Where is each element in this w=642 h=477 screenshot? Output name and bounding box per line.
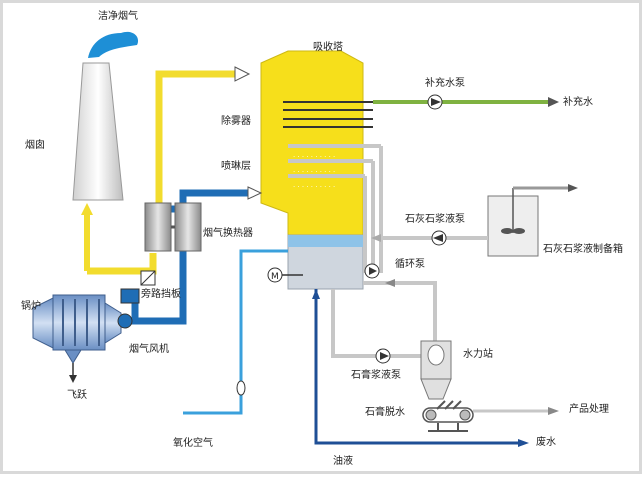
clean-gas-arrow (234, 66, 251, 82)
label-bypass-damper: 旁路挡板 (141, 289, 181, 300)
label-clean-flue-gas: 洁净烟气 (98, 11, 138, 22)
label-absorber: 吸收塔 (313, 42, 343, 53)
label-boiler: 锅炉 (21, 301, 41, 312)
label-fly-ash: 飞跃 (67, 390, 87, 401)
svg-text:· · · · · · · · · ·: · · · · · · · · · · (293, 183, 335, 191)
diagram-canvas: · · · · · · · · · · · · · · · · · · · · … (32, 31, 578, 447)
smoke-plume (88, 31, 139, 58)
slurry-level (288, 235, 363, 247)
absorber-tower (260, 50, 364, 290)
label-limestone-pump: 石灰石浆液泵 (405, 214, 465, 225)
gypsum-slurry-pipe (331, 279, 437, 364)
chimney (72, 31, 139, 201)
label-flue-fan: 烟气风机 (129, 344, 169, 355)
agitator-motor: M (267, 267, 303, 283)
boiler (32, 294, 122, 383)
label-spray-layer: 喷琳层 (221, 161, 251, 172)
label-gypsum-dewatering: 石膏脱水 (365, 407, 405, 418)
oxidation-air-line (183, 249, 288, 415)
label-product-processing: 产品处理 (569, 404, 609, 415)
raw-gas-arrow (247, 186, 263, 200)
label-chimney: 烟囱 (25, 140, 45, 151)
gas-heat-exchanger (144, 202, 202, 252)
wastewater-line (312, 289, 529, 447)
label-makeup-pump: 补充水泵 (425, 78, 465, 89)
label-demister: 除雾器 (221, 116, 251, 127)
bypass-damper (140, 270, 156, 286)
label-hydrocyclone: 水力站 (463, 349, 493, 360)
limestone-slurry-pipe (371, 230, 488, 246)
clean-flue-gas-duct (87, 66, 251, 275)
flue-fan (117, 288, 140, 329)
label-limestone-tank: 石灰石浆液制备箱 (543, 244, 623, 255)
label-gypsum-pump: 石膏浆液泵 (351, 370, 401, 381)
makeup-water-line (373, 94, 559, 110)
label-oxidation-air: 氧化空气 (173, 438, 213, 449)
limestone-tank (487, 184, 578, 257)
chimney-inlet-arrow (81, 203, 93, 215)
label-gas-heat-exchanger: 烟气换热器 (203, 228, 253, 239)
demister-lines (283, 101, 373, 128)
label-wastewater: 废水 (536, 437, 556, 448)
svg-text:· · · · · · · · · ·: · · · · · · · · · · (293, 153, 335, 161)
air-blower-icon (236, 380, 246, 396)
spray-headers: · · · · · · · · · · · · · · · · · · · · … (288, 144, 383, 273)
motor-symbol: M (271, 272, 279, 282)
circulation-pump-pipe (363, 263, 381, 279)
hydrocyclone (420, 340, 452, 400)
svg-text:· · · · · · · · · ·: · · · · · · · · · · (293, 168, 335, 176)
label-makeup-water: 补充水 (563, 97, 593, 108)
makeup-water-arrow (548, 97, 559, 107)
label-oil: 油液 (333, 456, 353, 467)
gypsum-belt (422, 400, 559, 432)
label-circulation-pump: 循环泵 (395, 259, 425, 270)
